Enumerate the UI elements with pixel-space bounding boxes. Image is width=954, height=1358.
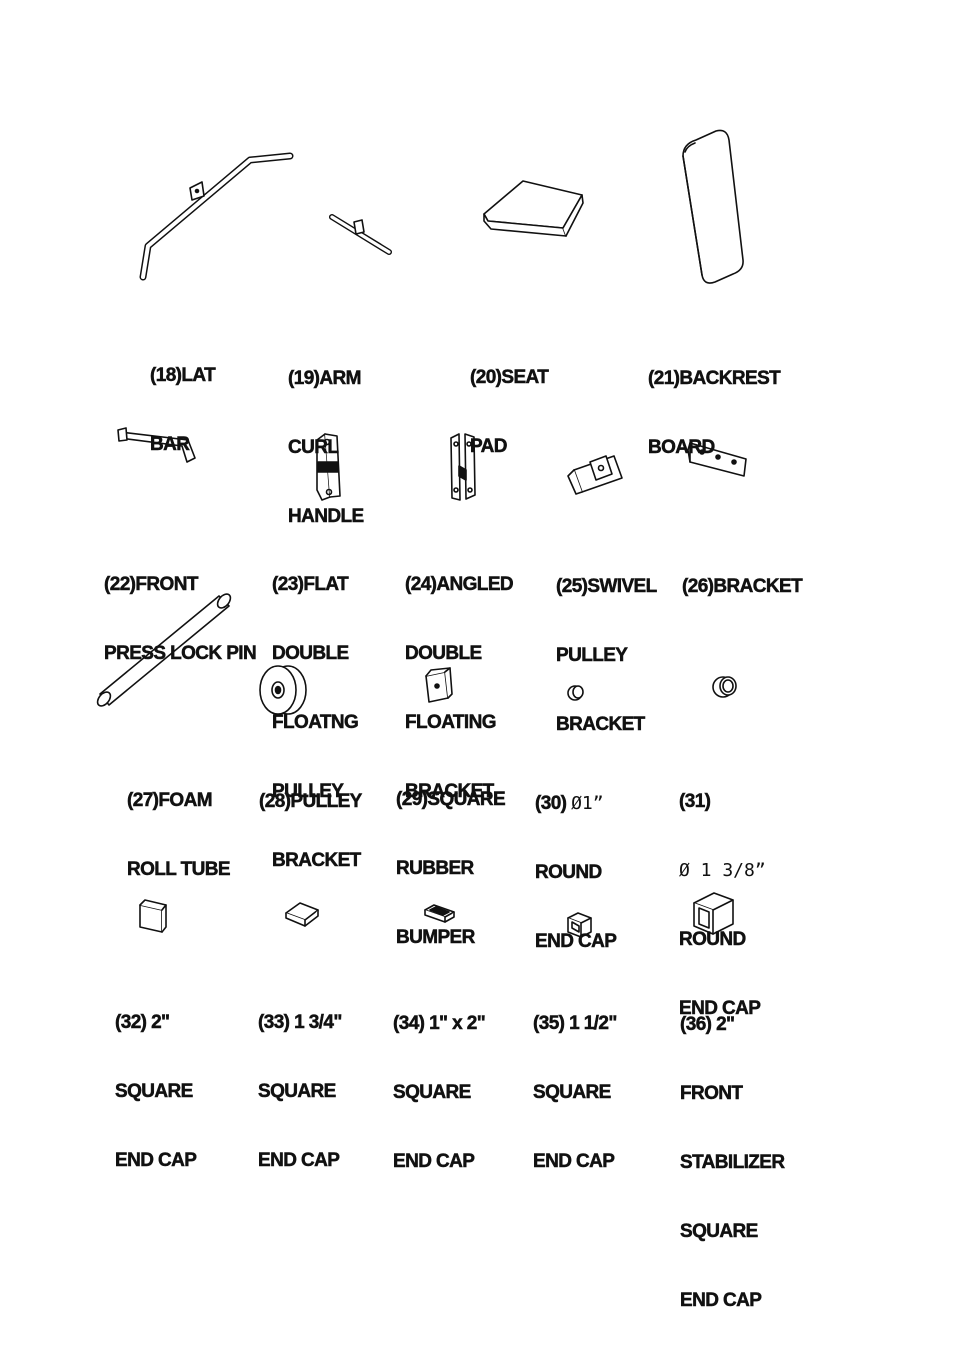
label-line: PAD bbox=[470, 436, 508, 458]
label-line: SQUARE bbox=[533, 1082, 612, 1104]
label-line: BRACKET bbox=[556, 714, 646, 736]
label-line: END CAP bbox=[258, 1150, 340, 1172]
part-number: (30) bbox=[535, 793, 568, 815]
lat-bar-icon bbox=[139, 152, 294, 281]
round-cap-large-icon bbox=[712, 676, 737, 698]
label-line: END CAP bbox=[535, 931, 617, 953]
label-line: (20)SEAT bbox=[470, 367, 549, 389]
label-line: RUBBER bbox=[396, 858, 475, 880]
label-line: SQUARE bbox=[258, 1081, 337, 1103]
label-part-29: (29)SQUARE RUBBER BUMPER bbox=[396, 742, 506, 995]
label-part-24: (24)ANGLED DOUBLE FLOATING BRACKET bbox=[405, 527, 514, 849]
label-line: HANDLE bbox=[288, 506, 365, 528]
label-line: DOUBLE bbox=[405, 643, 483, 665]
label-line: END CAP bbox=[679, 998, 761, 1020]
flat-bracket-icon bbox=[316, 433, 341, 501]
rect-cap-icon bbox=[424, 904, 455, 923]
label-line: ROUND bbox=[679, 929, 747, 951]
lock-pin-icon bbox=[117, 427, 196, 463]
label-line: FLOATING bbox=[405, 712, 497, 734]
angled-bracket-icon bbox=[450, 433, 476, 501]
label-line: STABILIZER bbox=[680, 1152, 786, 1174]
label-part-21: (21)BACKREST BOARD bbox=[648, 321, 781, 505]
parts-list-page: (18)LAT BAR (19)ARM CURL HANDLE (20)SEAT… bbox=[96, 129, 803, 1311]
label-line: ROLL TUBE bbox=[127, 859, 231, 881]
small-square-cap-icon bbox=[567, 912, 592, 938]
label-line: ROUND bbox=[535, 862, 603, 884]
label-line: (22)FRONT bbox=[104, 574, 199, 596]
label-part-22: (22)FRONT PRESS LOCK PIN bbox=[104, 527, 257, 711]
label-part-19: (19)ARM CURL HANDLE bbox=[288, 321, 365, 574]
swivel-bracket-icon bbox=[567, 455, 623, 495]
label-line: SQUARE bbox=[393, 1082, 472, 1104]
label-line: PULLEY bbox=[272, 781, 344, 803]
label-line: (30) Ø1” bbox=[535, 792, 616, 815]
label-part-25: (25)SWIVEL PULLEY BRACKET bbox=[556, 529, 658, 782]
label-line: (27)FOAM bbox=[127, 790, 213, 812]
arm-curl-handle-icon bbox=[329, 214, 392, 255]
label-part-18: (18)LAT BAR bbox=[150, 318, 216, 502]
label-line: SQUARE bbox=[115, 1081, 194, 1103]
label-line: (21)BACKREST bbox=[648, 368, 781, 390]
label-line: (26)BRACKET bbox=[682, 576, 803, 598]
label-line: (28)PULLEY bbox=[259, 791, 363, 813]
label-line: (34) 1" x 2" bbox=[393, 1013, 486, 1035]
parts-illustrations bbox=[96, 129, 747, 938]
label-part-34: (34) 1" x 2" SQUARE END CAP bbox=[393, 966, 486, 1219]
label-line: END CAP bbox=[533, 1151, 615, 1173]
label-line: (36) 2" bbox=[680, 1014, 736, 1036]
seat-pad-icon bbox=[483, 180, 584, 237]
bracket-plate-icon bbox=[687, 442, 747, 477]
label-line: SQUARE bbox=[680, 1221, 759, 1243]
label-line: BUMPER bbox=[396, 927, 476, 949]
label-line: (31) bbox=[679, 791, 711, 813]
label-part-28: (28)PULLEY bbox=[259, 744, 363, 859]
square-cap-icon bbox=[139, 899, 167, 933]
label-part-35: (35) 1 1/2" SQUARE END CAP bbox=[533, 966, 618, 1219]
square-bumper-icon bbox=[425, 667, 453, 703]
label-line: BAR bbox=[150, 434, 190, 456]
label-line: BRACKET bbox=[272, 850, 362, 872]
label-part-32: (32) 2" SQUARE END CAP bbox=[115, 965, 197, 1218]
label-part-23: (23)FLAT DOUBLE FLOATNG PULLEY BRACKET bbox=[272, 527, 362, 918]
foam-roll-tube-icon bbox=[96, 593, 232, 707]
label-line: (24)ANGLED bbox=[405, 574, 514, 596]
label-part-20: (20)SEAT PAD bbox=[470, 320, 549, 504]
backrest-board-icon bbox=[682, 129, 744, 284]
label-part-31: (31) Ø 1 3/8” ROUND END CAP bbox=[679, 744, 766, 1066]
label-line: PRESS LOCK PIN bbox=[104, 643, 257, 665]
part-size: Ø 1 3/8” bbox=[679, 860, 766, 881]
label-part-36: (36) 2" FRONT STABILIZER SQUARE END CAP bbox=[680, 967, 786, 1358]
label-line: (18)LAT bbox=[150, 365, 216, 387]
label-line: CURL bbox=[288, 437, 339, 459]
label-line: FLOATNG bbox=[272, 712, 359, 734]
label-line: (29)SQUARE bbox=[396, 789, 506, 811]
part-size: Ø1” bbox=[571, 793, 604, 814]
label-part-30: (30) Ø1” ROUND END CAP bbox=[535, 746, 617, 999]
label-line: DOUBLE bbox=[272, 643, 350, 665]
label-line: (19)ARM bbox=[288, 368, 362, 390]
label-line: (35) 1 1/2" bbox=[533, 1013, 618, 1035]
stabilizer-cap-icon bbox=[693, 892, 734, 935]
label-line: END CAP bbox=[680, 1290, 762, 1312]
label-line: END CAP bbox=[393, 1151, 475, 1173]
pulley-icon bbox=[259, 665, 307, 715]
label-line: END CAP bbox=[115, 1150, 197, 1172]
label-line: BRACKET bbox=[405, 781, 495, 803]
label-line: BOARD bbox=[648, 437, 716, 459]
flat-square-cap-icon bbox=[285, 902, 319, 927]
label-line: FRONT bbox=[680, 1083, 744, 1105]
label-part-33: (33) 1 3/4" SQUARE END CAP bbox=[258, 965, 343, 1218]
label-line: PULLEY bbox=[556, 645, 628, 667]
label-line: (25)SWIVEL bbox=[556, 576, 658, 598]
label-part-27: (27)FOAM ROLL TUBE bbox=[127, 743, 231, 927]
label-line: (33) 1 3/4" bbox=[258, 1012, 343, 1034]
label-line: (32) 2" bbox=[115, 1012, 171, 1034]
round-cap-small-icon bbox=[567, 685, 584, 701]
label-line: (23)FLAT bbox=[272, 574, 349, 596]
label-part-26: (26)BRACKET bbox=[682, 529, 803, 644]
